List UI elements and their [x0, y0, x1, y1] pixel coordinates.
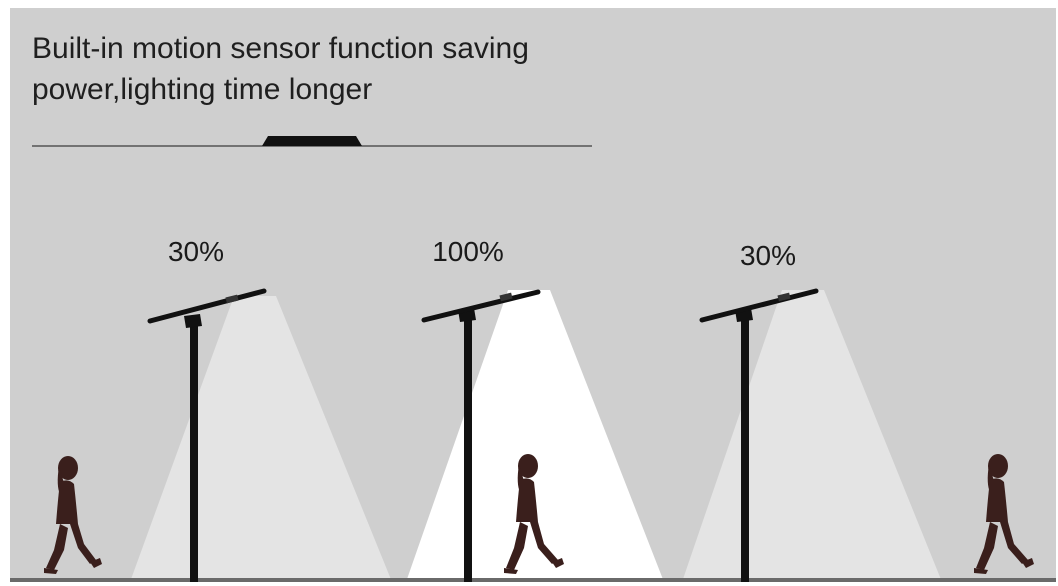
street-lamp-1 [147, 288, 267, 582]
light-beam-1 [130, 296, 392, 582]
solar-panel [147, 288, 267, 324]
lamp-head-icon [262, 136, 362, 146]
lamp-2-brightness-label: 100% [432, 236, 504, 267]
lamp-pole [741, 320, 749, 582]
heading-line-2: power,lighting time longer [32, 73, 373, 106]
street-lamp-2 [421, 289, 541, 582]
walking-person-icon-2 [504, 454, 564, 574]
street-scene [10, 136, 1056, 582]
lamp-3-brightness-label: 30% [739, 240, 797, 271]
lamp-sensor [777, 292, 791, 302]
lamp-sensor [225, 294, 239, 304]
divider-with-lamp-icon [32, 136, 592, 147]
lamp-pole [190, 326, 198, 582]
lamp-bracket [184, 314, 202, 328]
solar-panel [699, 288, 819, 323]
heading: Built-in motion sensor function saving p… [32, 28, 632, 110]
heading-line-1: Built-in motion sensor function saving [32, 32, 529, 65]
ground-line [10, 578, 1056, 582]
solar-panel [421, 289, 541, 323]
lamp-sensor [499, 292, 513, 302]
walking-person-icon-3 [974, 454, 1034, 574]
street-lamp-3 [699, 288, 819, 582]
illustration-panel: Built-in motion sensor function saving p… [10, 8, 1056, 582]
lamp-pole [464, 320, 472, 582]
walking-person-icon-1 [44, 456, 102, 574]
light-beam-3 [682, 290, 942, 582]
lamp-1-brightness-label: 30% [167, 236, 225, 267]
